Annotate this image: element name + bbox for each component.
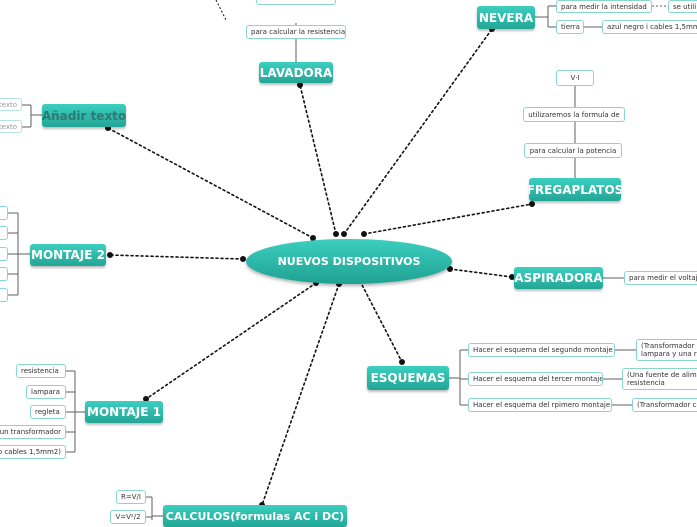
montaje1-topic[interactable]: MONTAJE 1 (85, 401, 163, 423)
montaje2-child-1[interactable]: a (0, 206, 8, 220)
montaje2-child-5[interactable]: a (0, 288, 8, 302)
montaje2-child-2[interactable]: a (0, 226, 8, 240)
esquemas-grandchild-1[interactable]: (Transformador c lampara y una re (636, 339, 697, 361)
fregaplatos-child-3[interactable]: para calcular la potencia (524, 143, 622, 158)
aspiradora-child-1[interactable]: para medir el voltaje (624, 271, 697, 285)
aspiradora-topic[interactable]: ASPIRADORA (514, 267, 603, 289)
fregaplatos-child-2[interactable]: utilizaremos la formula de (523, 107, 625, 122)
esquemas-child-3[interactable]: Hacer el esquema del rpimero montaje (468, 398, 612, 412)
nevera-topic[interactable]: NEVERA (477, 6, 535, 29)
montaje2-child-3[interactable]: a (0, 247, 8, 261)
fregaplatos-topic[interactable]: FREGAPLATOS (529, 178, 621, 201)
montaje2-child-4[interactable]: a (0, 267, 8, 281)
lavadora-topic[interactable]: LAVADORA (259, 62, 333, 83)
montaje1-child-1[interactable]: resistencia (16, 364, 66, 378)
lavadora-child-1[interactable]: para calcular la resistencia (246, 25, 346, 39)
montaje2-topic[interactable]: MONTAJE 2 (30, 244, 106, 266)
esquemas-child-1[interactable]: Hacer el esquema del segundo montaje (468, 343, 615, 357)
esquemas-topic[interactable]: ESQUEMAS (367, 366, 449, 390)
calculos-child-1[interactable]: R=V/I (116, 490, 146, 504)
montaje1-child-4[interactable]: un transformador (0, 425, 66, 439)
add-text-topic[interactable]: Añadir texto (42, 104, 126, 127)
calculos-child-2[interactable]: V=V²/2 (110, 510, 146, 524)
esquemas-grandchild-3[interactable]: (Transformador co (632, 398, 697, 412)
montaje1-child-5[interactable]: o cables 1,5mm2) (0, 445, 66, 459)
add-text-child-1[interactable]: texto (0, 98, 22, 111)
nevera-child-1[interactable]: para medir la intensidad (556, 0, 652, 13)
add-text-child-2[interactable]: texto (0, 120, 22, 133)
nevera-grandchild-1[interactable]: se utili (668, 0, 697, 13)
central-topic[interactable]: NUEVOS DISPOSITIVOS (246, 239, 452, 284)
esquemas-child-2[interactable]: Hacer el esquema del tercer montaje (468, 372, 603, 386)
fregaplatos-child-1[interactable]: V·I (556, 70, 594, 86)
calculos-topic[interactable]: CALCULOS(formulas AC i DC) (163, 505, 347, 527)
montaje1-child-3[interactable]: regleta (30, 405, 66, 419)
esquemas-grandchild-2[interactable]: (Una fuente de alime resistencia (622, 368, 697, 390)
lavadora-partial-node[interactable] (256, 0, 336, 5)
montaje1-child-2[interactable]: lampara (26, 385, 66, 399)
nevera-child-2[interactable]: tierra (556, 20, 584, 34)
nevera-grandchild-2[interactable]: azul negro i cables 1,5mm (602, 20, 697, 34)
